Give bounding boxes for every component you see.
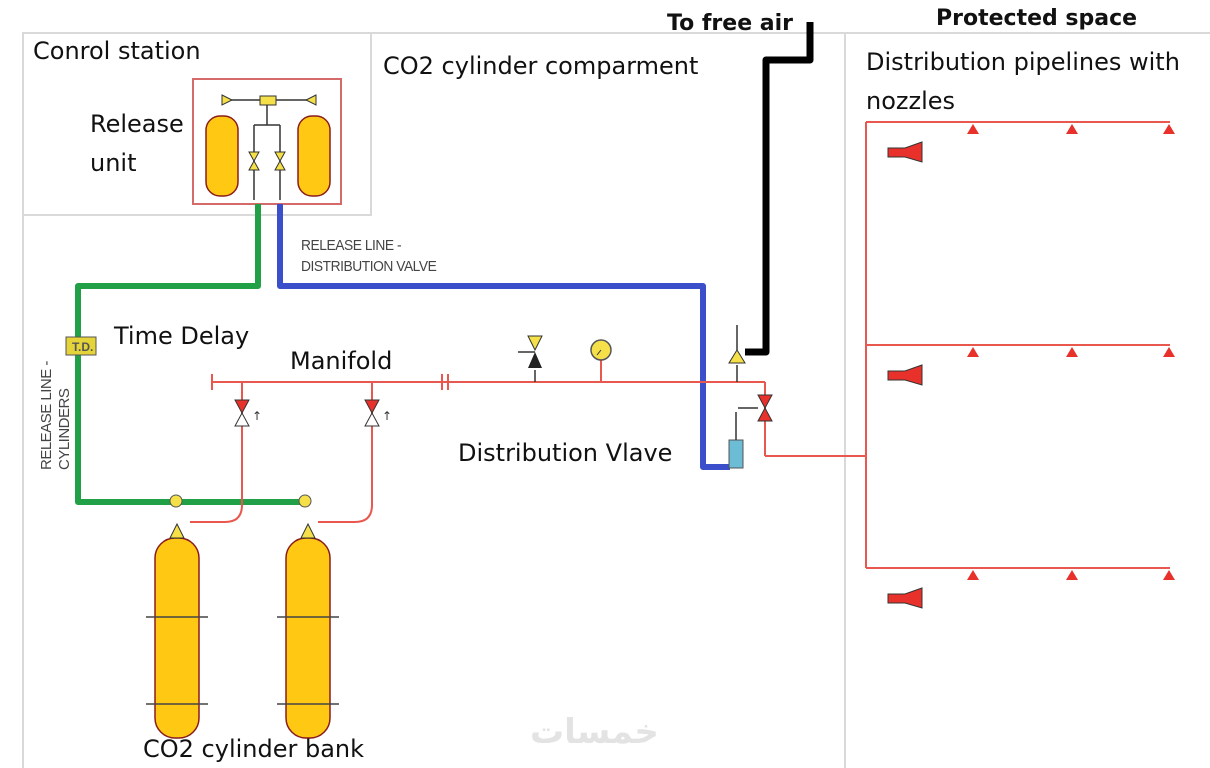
check-valve-icon	[234, 399, 250, 415]
actuator-icon	[298, 494, 312, 508]
release-line-cylinders	[75, 204, 305, 505]
horn-nozzle-icon	[887, 587, 923, 609]
vent-line-to-free-air	[745, 22, 814, 356]
protected-space-label: Protected space	[936, 6, 1138, 31]
co2-cylinder	[285, 537, 331, 739]
distribution-pipelines-label-1: Distribution pipelines with	[866, 48, 1180, 76]
release-line-valve-label-1: RELEASE LINE -	[301, 237, 402, 254]
zone-borders	[22, 32, 1210, 768]
release-line-cylinders-label-2: CYLINDERS	[56, 388, 73, 470]
co2-cylinder	[154, 537, 200, 739]
cylinder-valve-icon	[169, 522, 185, 539]
nozzle-group	[887, 124, 1175, 609]
nozzle-icon	[1066, 347, 1078, 357]
valve-icon	[527, 335, 543, 352]
release-unit-label-1: Release	[90, 110, 184, 138]
valve-icon	[304, 94, 317, 106]
nozzle-icon	[1066, 124, 1078, 134]
manifold-label: Manifold	[290, 347, 393, 375]
co2-cylinder-bank	[146, 522, 339, 739]
time-delay-box-text: T.D.	[72, 340, 93, 354]
release-unit-label-2: unit	[90, 149, 137, 177]
nozzle-icon	[1163, 570, 1175, 580]
release-line-distribution-valve	[277, 204, 730, 470]
watermark: خمسات	[530, 712, 659, 752]
pressure-gauge	[590, 339, 612, 382]
distribution-pipelines-label-2: nozzles	[866, 87, 956, 115]
control-station-zone	[22, 32, 372, 216]
distribution-valve-label: Distribution Vlave	[458, 439, 673, 467]
valve-icon	[248, 151, 260, 171]
release-unit	[192, 78, 342, 205]
check-valve-icon	[364, 399, 380, 415]
horn-nozzle-icon	[887, 141, 923, 163]
release-unit-actuator	[259, 95, 277, 106]
cylinder-compartment-label: CO2 cylinder comparment	[383, 52, 699, 80]
distribution-pipelines	[865, 121, 1170, 569]
flow-arrow-icon: ↑	[382, 409, 392, 423]
cylinder-bank-label: CO2 cylinder bank	[143, 735, 365, 763]
release-line-valve-label-2: DISTRIBUTION VALVE	[301, 258, 437, 275]
valve-icon	[728, 349, 746, 364]
valve-icon	[274, 151, 286, 171]
valve-icon	[528, 352, 542, 368]
release-line-cylinders-label-1: RELEASE LINE -	[38, 361, 55, 470]
nozzle-icon	[1163, 347, 1175, 357]
pilot-cylinder-right	[297, 115, 331, 197]
valve-actuator-cylinder	[728, 439, 744, 469]
check-valve-icon	[364, 411, 380, 427]
valve-icon	[757, 394, 773, 422]
distribution-valve	[728, 325, 773, 440]
time-delay-box	[65, 336, 97, 356]
nozzle-icon	[1066, 570, 1078, 580]
time-delay-label: Time Delay	[114, 322, 250, 350]
release-unit-box	[192, 78, 342, 205]
cylinder-valve-icon	[300, 522, 316, 539]
safety-valve	[518, 335, 543, 382]
check-valve-icon	[234, 411, 250, 427]
flow-arrow-icon: ↑	[252, 409, 262, 423]
valve-icon	[221, 94, 234, 106]
nozzle-icon	[967, 124, 979, 134]
control-station-label: Conrol station	[33, 37, 201, 65]
pilot-cylinder-left	[205, 115, 239, 197]
nozzle-icon	[967, 347, 979, 357]
actuator-icon	[169, 494, 183, 508]
nozzle-icon	[967, 570, 979, 580]
horn-nozzle-icon	[887, 364, 923, 386]
to-free-air-label: To free air	[667, 11, 794, 36]
nozzle-icon	[1163, 124, 1175, 134]
